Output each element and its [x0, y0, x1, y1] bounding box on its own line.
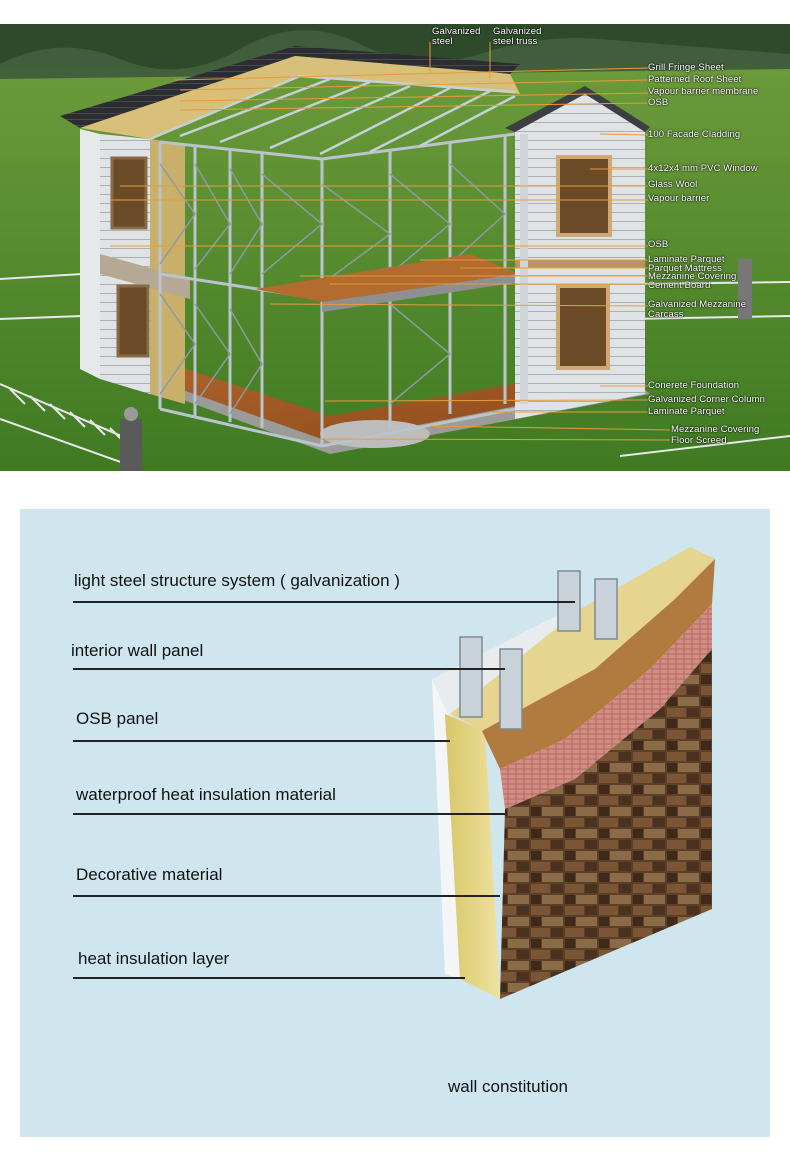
- wall-caption: wall constitution: [448, 1077, 569, 1096]
- window-left-lower: [116, 284, 150, 358]
- label-patterned-roof-sheet: Patterned Roof Sheet: [648, 74, 742, 85]
- roof-osb: [80, 56, 520, 139]
- label-floor-screed: Floor Screed: [671, 435, 727, 446]
- steel-bracing: [159, 163, 507, 415]
- label-laminate-parquet-upper: Laminate Parquet: [648, 254, 725, 265]
- window-left-upper: [110, 156, 148, 230]
- label-heat-insulation-layer: heat insulation layer: [78, 949, 230, 968]
- label-laminate-parquet-lower: Laminate Parquet: [648, 406, 725, 417]
- label-mezzanine-covering-upper: Mezzanine Covering: [648, 271, 737, 282]
- label-parquet-mattress: Parquet Mattress: [648, 263, 722, 274]
- right-wall-siding: [515, 89, 645, 419]
- label-osb-panel: OSB panel: [76, 709, 159, 728]
- left-fence: [0, 273, 141, 470]
- label-galvanized-steel: Galvanized steel: [432, 26, 481, 47]
- label-galvanized-corner-column: Galvanized Corner Column: [648, 394, 765, 405]
- insulation-edge: [445, 714, 500, 999]
- right-fence: [619, 281, 790, 457]
- roof-truss: [149, 74, 516, 156]
- osb-layer: [482, 559, 715, 769]
- label-pvc-window: 4x12x4 mm PVC Window: [648, 163, 758, 174]
- label-osb-roof: OSB: [648, 97, 669, 108]
- label-galvanized-mezzanine-carcass: Galvanized Mezzanine Carcass: [648, 299, 747, 320]
- decorative-stone-layer: [500, 649, 712, 999]
- house-cutaway-diagram: Galvanized steel Galvanized steel truss …: [0, 24, 790, 471]
- label-light-steel-structure: light steel structure system ( galvaniza…: [74, 571, 400, 590]
- fence-post-right: [738, 259, 752, 319]
- window-right-upper: [556, 155, 612, 237]
- waterproof-layer: [500, 604, 712, 809]
- label-leader-lines: [110, 42, 671, 441]
- window-right-lower: [556, 284, 610, 370]
- label-cement-board: Cement Board: [648, 280, 711, 291]
- label-concrete-foundation: Conerete Foundation: [648, 380, 740, 391]
- label-vapour-barrier: Vapour barrier: [648, 193, 710, 204]
- label-decorative-material: Decorative material: [76, 865, 223, 884]
- label-grill-fringe-sheet: Grill Fringe Sheet: [648, 62, 724, 73]
- label-vapour-barrier-membrane: Vapour barrier membrane: [648, 86, 759, 97]
- house-illustration: [0, 24, 790, 471]
- wall-constitution-diagram: light steel structure system ( galvaniza…: [20, 509, 770, 1137]
- label-glass-wool: Glass Wool: [648, 179, 698, 190]
- label-facade-cladding: 100 Facade Cladding: [648, 129, 741, 140]
- label-interior-wall-panel: interior wall panel: [71, 641, 204, 660]
- wall-label-lines: [73, 601, 575, 979]
- fence-post: [120, 419, 142, 471]
- label-galvanized-steel-truss: Galvanized steel truss: [493, 26, 542, 47]
- label-waterproof-heat-insulation: waterproof heat insulation material: [76, 785, 336, 804]
- left-wall-siding: [80, 129, 100, 379]
- wall-section-illustration: [73, 547, 715, 999]
- label-osb-wall: OSB: [648, 239, 669, 250]
- label-mezzanine-covering-lower: Mezzanine Covering: [671, 424, 760, 435]
- mezzanine-floor: [255, 254, 520, 302]
